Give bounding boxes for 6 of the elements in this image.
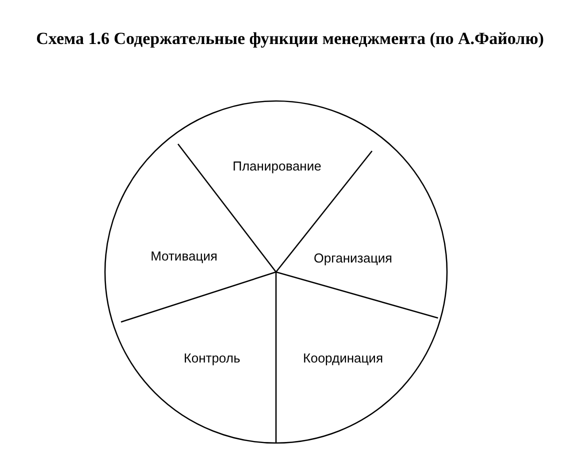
sector-label: Мотивация <box>150 248 218 264</box>
sector-label: Организация <box>314 250 392 266</box>
diagram-title: Схема 1.6 Содержательные функции менеджмента (по А.Файолю) <box>35 28 545 50</box>
sector-label: Планирование <box>232 158 322 174</box>
sector-label: Контроль <box>184 350 240 366</box>
sector-label: Координация <box>303 350 383 366</box>
